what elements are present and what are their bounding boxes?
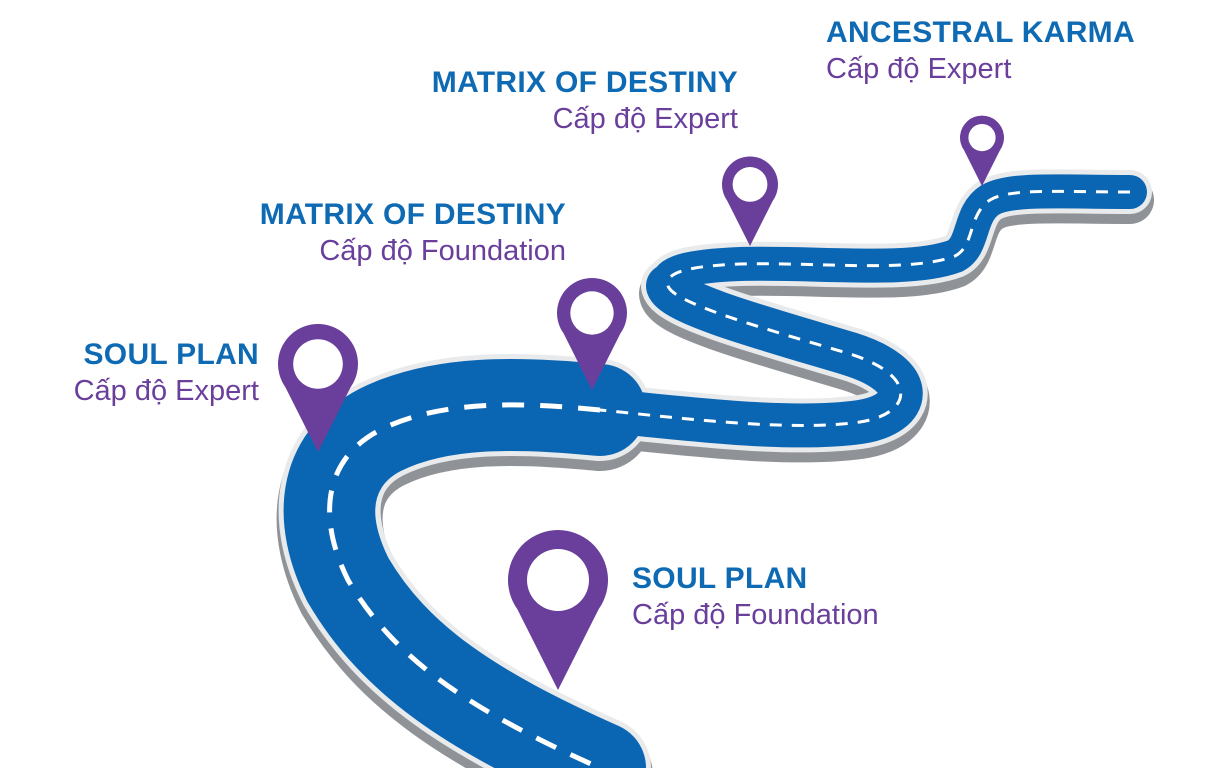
map-pin-icon[interactable] [959, 115, 1005, 186]
map-pin-icon[interactable] [278, 324, 358, 452]
milestone-label-soul-plan-expert: SOUL PLAN Cấp độ Expert [74, 338, 259, 408]
milestone-label-soul-plan-foundation: SOUL PLAN Cấp độ Foundation [632, 562, 879, 632]
milestone-label-matrix-of-destiny-foundation: MATRIX OF DESTINY Cấp độ Foundation [260, 198, 566, 268]
milestone-title: ANCESTRAL KARMA [826, 16, 1135, 49]
road-center-line [599, 285, 903, 427]
milestone-level: Cấp độ Expert [73, 374, 259, 407]
map-pin-icon[interactable] [508, 530, 608, 690]
milestone-level: Cấp độ Expert [826, 52, 1012, 85]
milestone-level: Cấp độ Expert [552, 102, 738, 135]
road-center-line [666, 189, 1131, 287]
milestone-title: MATRIX OF DESTINY [259, 198, 566, 231]
road-center-line [327, 402, 602, 768]
milestone-label-matrix-of-destiny-expert: MATRIX OF DESTINY Cấp độ Expert [432, 66, 738, 136]
winding-road [276, 169, 1154, 768]
map-pin-icon[interactable] [722, 156, 778, 246]
milestone-level: Cấp độ Foundation [632, 598, 879, 631]
milestone-title: SOUL PLAN [83, 338, 259, 371]
milestone-pins [278, 115, 1005, 690]
milestone-title: SOUL PLAN [632, 562, 808, 595]
milestone-level: Cấp độ Foundation [319, 234, 566, 267]
milestone-title: MATRIX OF DESTINY [431, 66, 738, 99]
milestone-label-ancestral-karma-expert: ANCESTRAL KARMA Cấp độ Expert [826, 16, 1135, 86]
map-pin-icon[interactable] [557, 277, 627, 390]
